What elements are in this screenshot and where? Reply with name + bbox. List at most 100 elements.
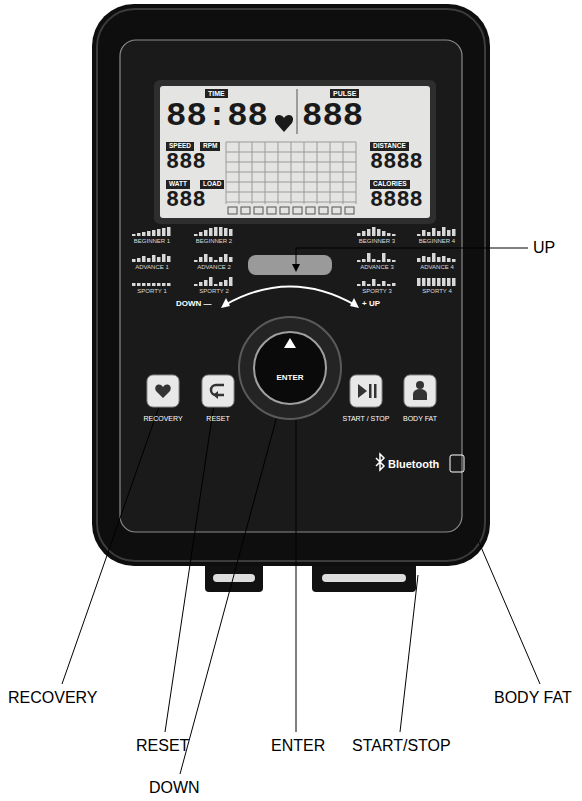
callout-label: UP <box>533 240 555 256</box>
button-graphic <box>201 374 235 408</box>
program-bar <box>437 257 441 262</box>
callout-label: DOWN <box>149 780 200 796</box>
program-bar <box>392 234 396 236</box>
program-bar <box>372 259 376 262</box>
button-face <box>147 375 179 407</box>
program-bar <box>372 227 376 236</box>
lcd-label: DISTANCE <box>370 142 409 151</box>
program-label: SPORTY 4 <box>422 288 451 294</box>
program-bar <box>432 278 436 286</box>
grid-line <box>317 142 318 204</box>
program-bar <box>367 284 371 286</box>
program-label: ADVANCE 3 <box>360 264 394 270</box>
lcd-digits: 888 <box>166 152 206 174</box>
program-bar <box>214 284 218 286</box>
lcd-digits: 8888 <box>370 190 423 212</box>
grid-line <box>226 202 356 203</box>
program-bar <box>422 256 426 262</box>
program-bar <box>382 231 386 236</box>
program-bar <box>392 260 396 262</box>
grid-line <box>356 142 357 204</box>
button-label: START / STOP <box>335 415 397 422</box>
program-bar <box>447 258 451 262</box>
program-label: BEGINNER 3 <box>359 238 395 244</box>
heart-symbol <box>275 115 293 132</box>
button-face <box>404 375 436 407</box>
program-icons <box>132 227 456 286</box>
program-bar <box>147 231 151 236</box>
program-bar <box>147 258 151 262</box>
enter-knob: ENTER <box>238 316 342 420</box>
program-bar <box>432 228 436 236</box>
callout-label: RESET <box>136 738 189 754</box>
grid-line <box>265 142 266 204</box>
lcd-label: SPEED <box>166 142 194 151</box>
program-bar <box>152 230 156 236</box>
button-label: RECOVERY <box>132 415 194 422</box>
segment-cell <box>293 207 302 214</box>
play-icon <box>358 384 367 398</box>
leader-line <box>296 410 297 732</box>
program-bar <box>204 280 208 286</box>
program-bar <box>452 278 456 286</box>
program-bar <box>209 228 213 236</box>
lcd-digits: 888 <box>166 190 206 212</box>
lcd-digits: 88:88 <box>166 99 268 133</box>
program-bar <box>147 283 151 286</box>
program-bar <box>432 253 436 262</box>
lcd-digits: 8888 <box>370 152 423 174</box>
program-bar <box>229 277 233 286</box>
program-bar <box>427 278 431 286</box>
callout-label: START/STOP <box>352 738 451 754</box>
knob-ring <box>239 317 341 419</box>
segment-cell <box>306 207 315 214</box>
program-bar <box>162 254 166 262</box>
grid-line <box>226 142 356 143</box>
program-bar <box>372 279 376 286</box>
program-bar <box>194 260 198 262</box>
segment-cell <box>267 207 276 214</box>
program-bar <box>427 257 431 262</box>
program-bar <box>142 232 146 236</box>
knob-triangle <box>284 338 296 348</box>
grid-line <box>226 182 356 183</box>
program-bar <box>447 278 451 286</box>
program-bar <box>362 259 366 262</box>
leader-line <box>296 248 528 266</box>
arc-arrowhead <box>221 298 230 308</box>
program-label: BEGINNER 2 <box>196 238 232 244</box>
program-bar <box>367 229 371 236</box>
program-bar <box>357 284 361 286</box>
program-bar <box>417 278 421 286</box>
button-graphic <box>349 374 383 408</box>
segment-cell <box>228 207 237 214</box>
grid-line <box>226 152 356 153</box>
lcd-digits: 888 <box>302 99 363 133</box>
program-bar <box>224 228 228 236</box>
program-bar <box>194 234 198 236</box>
lcd-display: TIMEPULSE88:88888SPEEDRPM888DISTANCE8888… <box>160 86 430 218</box>
grid-line <box>278 142 279 204</box>
person-head <box>416 381 424 389</box>
program-bar <box>224 254 228 262</box>
button-graphic <box>146 374 180 408</box>
program-bar <box>137 258 141 262</box>
program-bar <box>167 283 171 286</box>
grid-line <box>226 162 356 163</box>
adjust-arc <box>225 287 355 306</box>
mount-slot <box>322 574 406 582</box>
program-bar <box>142 283 146 286</box>
program-bar <box>219 257 223 262</box>
console-button: BODY FAT <box>389 372 451 426</box>
program-bar <box>152 283 156 286</box>
program-label: ADVANCE 1 <box>135 264 169 270</box>
program-bar <box>137 283 141 286</box>
console-button: START / STOP <box>335 372 397 426</box>
program-bar <box>357 260 361 262</box>
segment-cell <box>254 207 263 214</box>
button-label: BODY FAT <box>389 415 451 422</box>
program-bar <box>382 253 386 262</box>
program-label: SPORTY 1 <box>137 288 166 294</box>
program-bar <box>209 257 213 262</box>
program-bar <box>132 234 136 236</box>
